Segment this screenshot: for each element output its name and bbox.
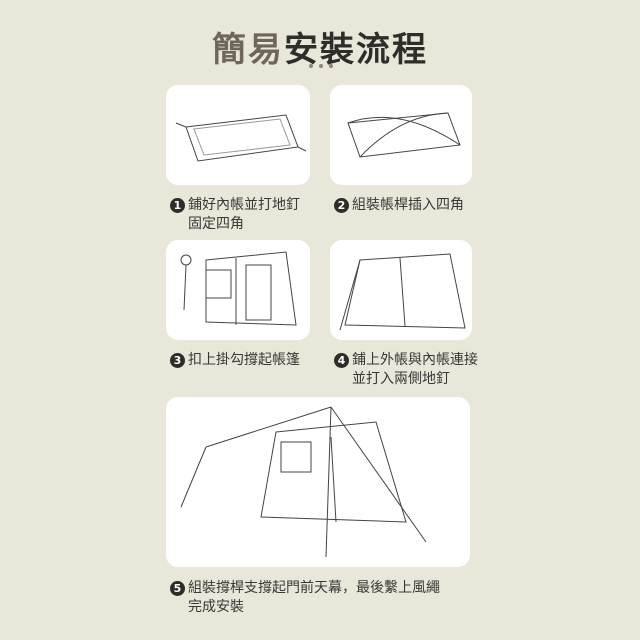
step-5-illustration xyxy=(166,397,470,567)
step-2-illustration xyxy=(330,85,472,185)
step-1-illustration xyxy=(166,85,310,185)
divider-dots xyxy=(309,64,333,68)
page-title: 簡易安裝流程 xyxy=(212,30,428,70)
step-4-illustration xyxy=(330,240,472,340)
step-3-illustration xyxy=(166,240,310,340)
